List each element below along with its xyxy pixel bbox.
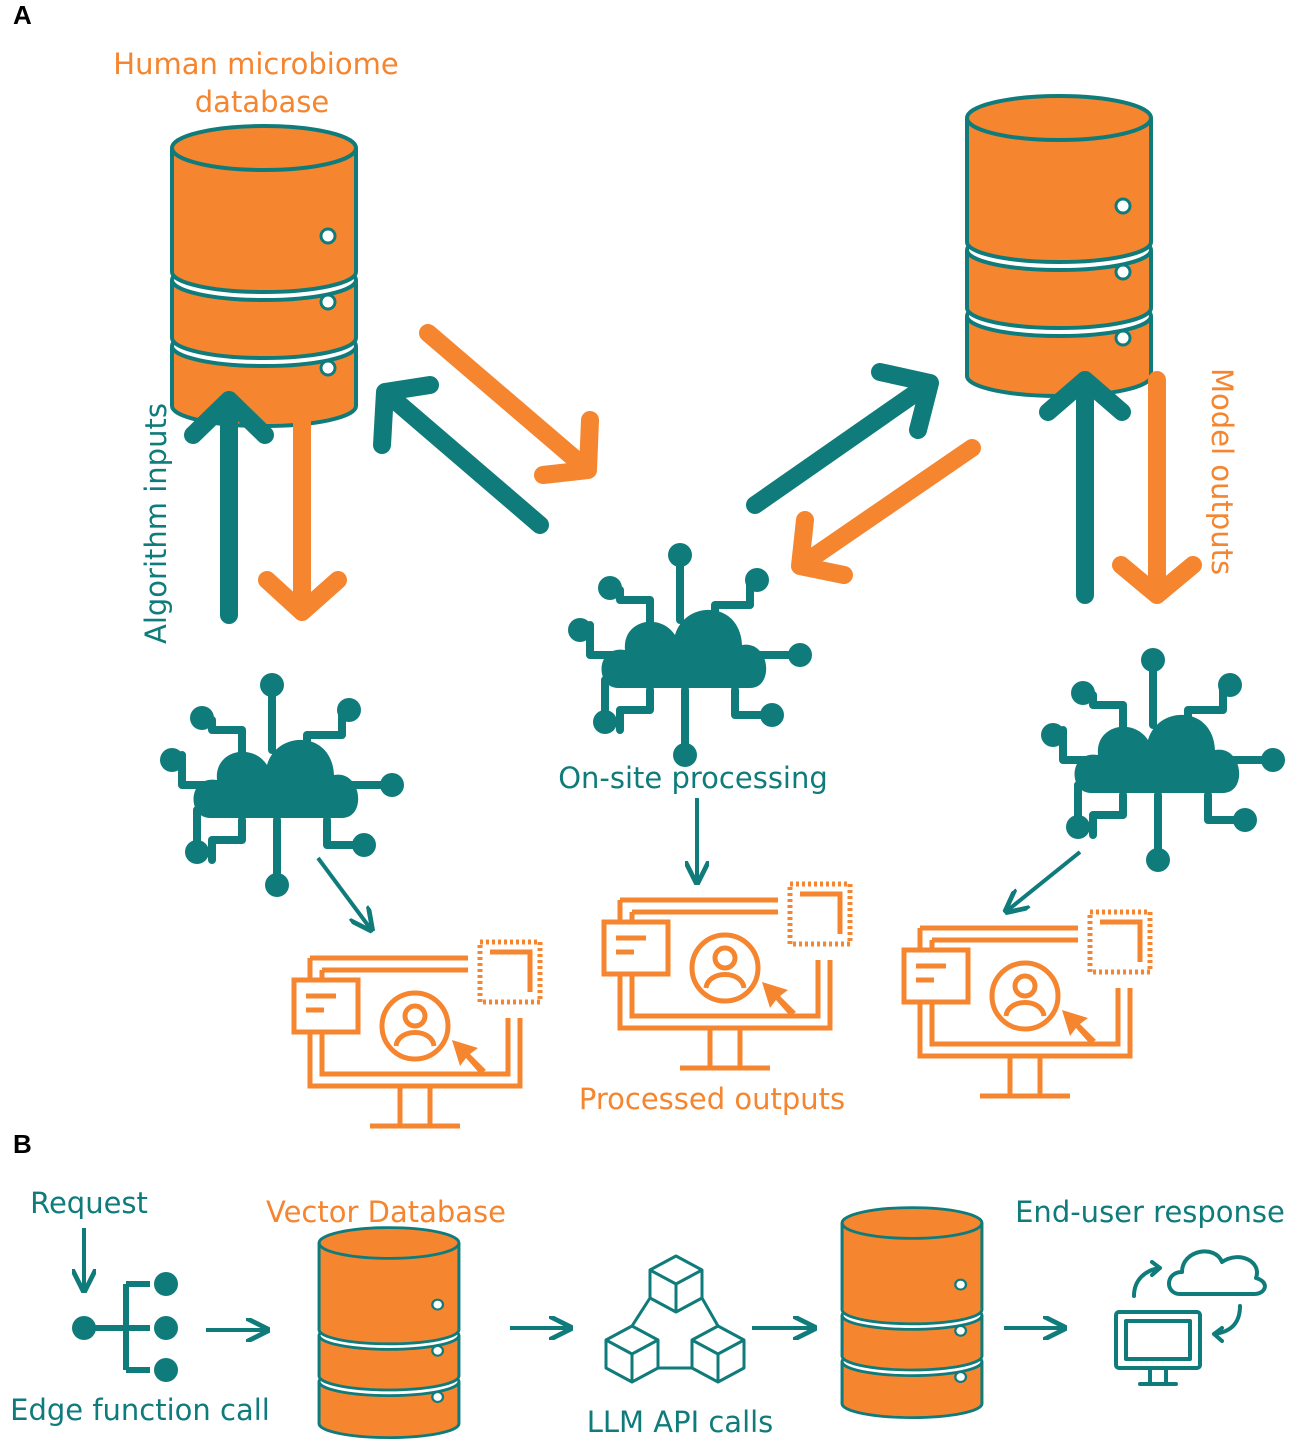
panel-b-label: B	[13, 1129, 32, 1159]
thin-arrows-a	[316, 798, 1082, 928]
model-outputs-label: Model outputs	[1205, 368, 1239, 575]
panel-a-label: A	[13, 0, 32, 30]
vector-database-label: Vector Database	[266, 1195, 506, 1229]
monitor-user-icon	[294, 942, 540, 1126]
db-left-label-line2: database	[195, 85, 329, 119]
database-icon	[170, 124, 358, 428]
thin-arrows-b	[206, 1328, 1062, 1330]
cloud-network-icon	[1041, 648, 1285, 872]
llm-api-calls-label: LLM API calls	[587, 1405, 774, 1439]
cloud-network-icon	[568, 543, 812, 767]
algorithm-inputs-label: Algorithm inputs	[139, 403, 173, 644]
processed-outputs-label: Processed outputs	[579, 1082, 845, 1116]
database-icon	[317, 1226, 461, 1439]
edge-function-call-label: Edge function call	[10, 1393, 270, 1427]
cloud-network-icon	[160, 673, 404, 897]
database-icon	[840, 1206, 984, 1420]
monitor-user-icon	[604, 884, 850, 1068]
left-arrows	[184, 324, 1202, 624]
end-user-response-label: End-user response	[1015, 1195, 1285, 1229]
edge-function-icon	[72, 1272, 178, 1382]
cloud-sync-icon	[1114, 1249, 1267, 1386]
monitor-user-icon	[904, 912, 1150, 1096]
cubes-icon	[604, 1254, 746, 1384]
request-label: Request	[30, 1186, 148, 1220]
database-icon	[965, 94, 1153, 398]
on-site-processing-label: On-site processing	[558, 761, 828, 795]
db-left-label-line1: Human microbiome	[113, 47, 398, 81]
